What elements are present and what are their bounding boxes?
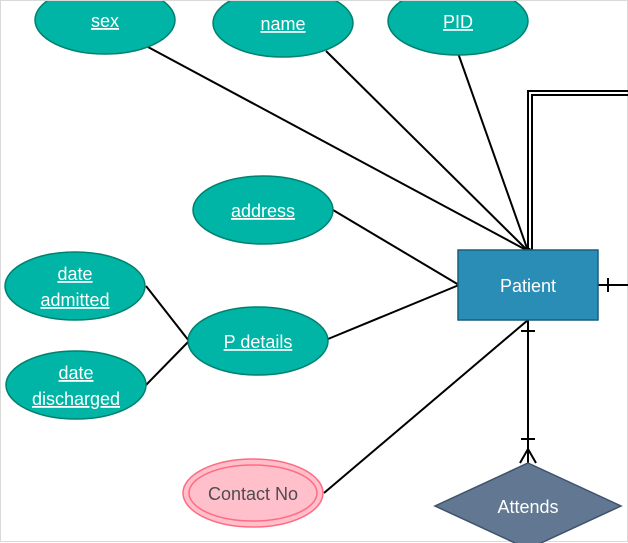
attribute-date-admitted-line2: admitted (40, 290, 109, 310)
entity-patient-label: Patient (500, 276, 556, 296)
relationship-attends-label: Attends (497, 497, 558, 517)
multivalued-attribute-contact-no[interactable]: Contact No (182, 458, 324, 528)
connector-date-discharged-pdetails (145, 340, 190, 386)
attribute-sex-label: sex (91, 11, 119, 31)
attribute-date-discharged[interactable]: date discharged (5, 350, 147, 420)
contact-no-label: Contact No (208, 484, 298, 504)
attribute-address-label: address (231, 201, 295, 221)
attribute-pid-label: PID (443, 12, 473, 32)
crowfoot-attends (519, 446, 537, 464)
relationship-attends[interactable]: Attends (433, 462, 623, 543)
attribute-address[interactable]: address (192, 175, 334, 245)
attribute-date-discharged-line1: date (58, 363, 93, 383)
connector-name-patient (325, 50, 529, 252)
attribute-pid[interactable]: PID (387, 1, 529, 56)
attribute-date-admitted[interactable]: date admitted (4, 251, 146, 321)
connector-contact-patient (323, 319, 529, 494)
attribute-p-details-label: P details (224, 332, 293, 352)
connector-date-admitted-pdetails (145, 285, 190, 342)
attribute-p-details[interactable]: P details (187, 306, 329, 376)
attribute-date-admitted-line1: date (57, 264, 92, 284)
attribute-name-label: name (260, 14, 305, 34)
entity-patient[interactable]: Patient (457, 249, 599, 321)
connector-pdetails-patient (327, 284, 460, 340)
connector-patient-offscreen-top (527, 90, 628, 251)
connector-pid-patient (457, 52, 529, 252)
attribute-name[interactable]: name (212, 1, 354, 58)
connectors (145, 46, 628, 494)
attribute-date-discharged-line2: discharged (32, 389, 120, 409)
connector-sex-patient (147, 46, 529, 252)
attribute-sex[interactable]: sex (34, 1, 176, 55)
connector-address-patient (332, 209, 460, 286)
